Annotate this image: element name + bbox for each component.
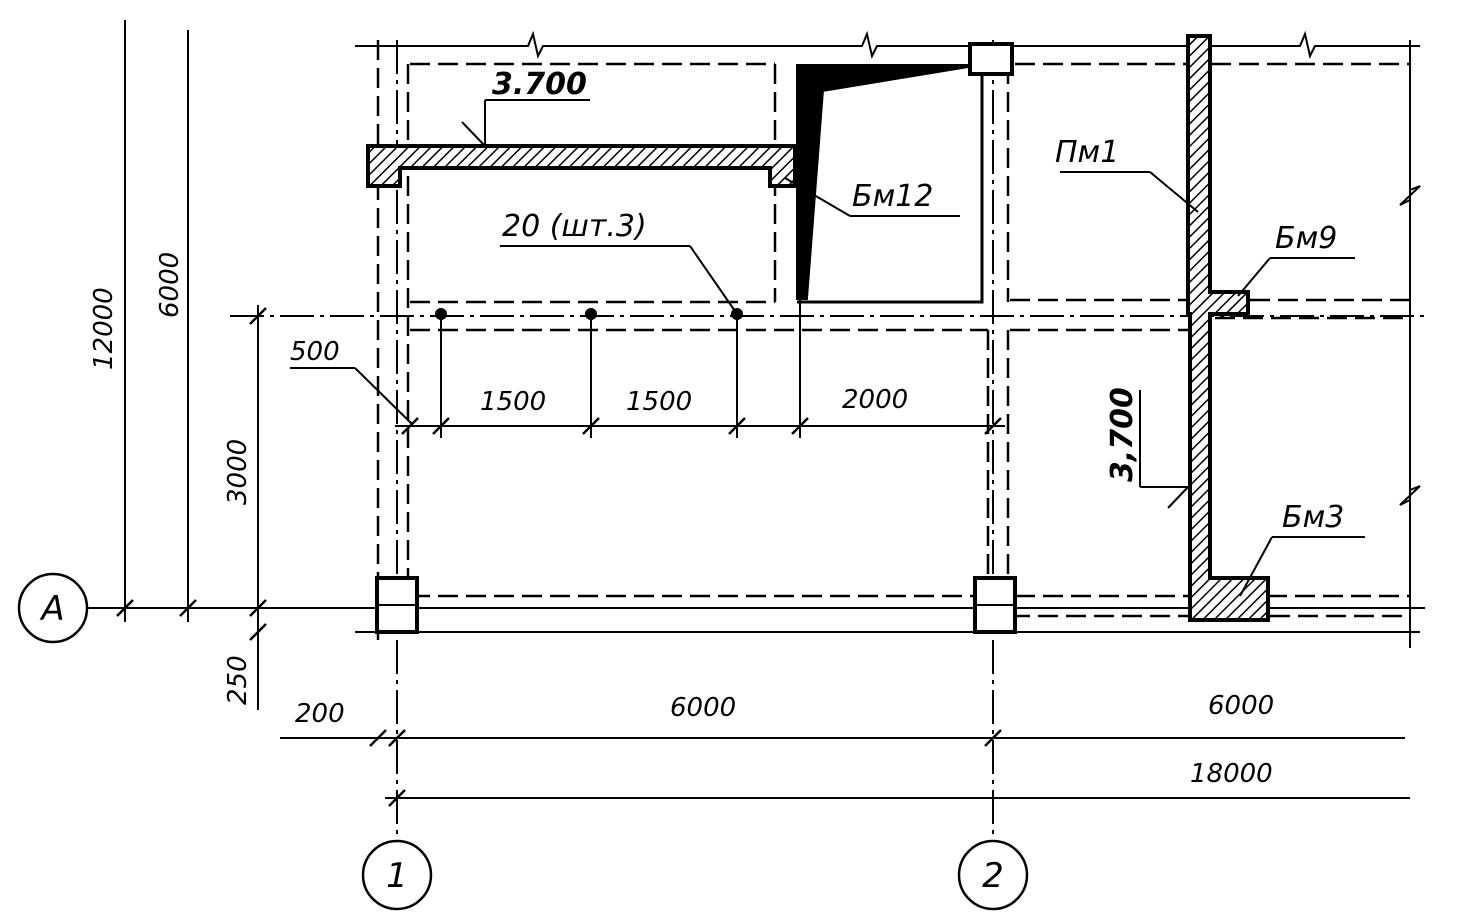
solid-bay-outline [355,64,1420,633]
dim-6000-a: 6000 [670,693,736,723]
elevation-right: 3,700 [1105,387,1140,482]
label-bm12: Бм12 [852,179,933,214]
dim-3000: 3000 [223,439,253,505]
bolt-point [585,308,597,320]
leader-lines [290,99,1365,597]
elevation-top: 3.700 [492,67,587,102]
label-bolts: 20 (шт.3) [502,209,647,244]
dim-500: 500 [290,337,340,367]
beam-sections [366,34,1270,622]
dim-200: 200 [295,699,345,729]
axis-label-1: 1 [386,856,408,896]
pm1-wall-section [1186,34,1270,622]
axis-marker-a [17,572,89,644]
dim-1500-a: 1500 [480,387,546,417]
axis-marker-1 [361,839,433,911]
dimension-lines [124,20,1421,799]
dim-1500-b: 1500 [626,387,692,417]
dashed-beam-outlines [376,40,1410,640]
dim-6000-b: 6000 [1208,691,1274,721]
dim-18000: 18000 [1190,759,1273,789]
axis-label-a: А [39,589,64,629]
dim-12000: 12000 [89,287,119,370]
label-pm1: Пм1 [1055,135,1119,170]
label-bm9: Бм9 [1275,221,1337,256]
axis-markers [17,572,1029,911]
label-bm3: Бм3 [1282,500,1344,535]
dim-6000-vertical: 6000 [155,252,185,318]
bolt-point [435,308,447,320]
dim-250: 250 [223,655,253,705]
dim-2000: 2000 [842,385,908,415]
axis-label-2: 2 [982,856,1004,896]
roof-beam-section [366,144,797,188]
bolt-points [435,308,743,320]
columns [375,42,1017,634]
axis-marker-2 [957,839,1029,911]
column-top [968,42,1014,76]
dimension-ticks [116,307,1002,807]
